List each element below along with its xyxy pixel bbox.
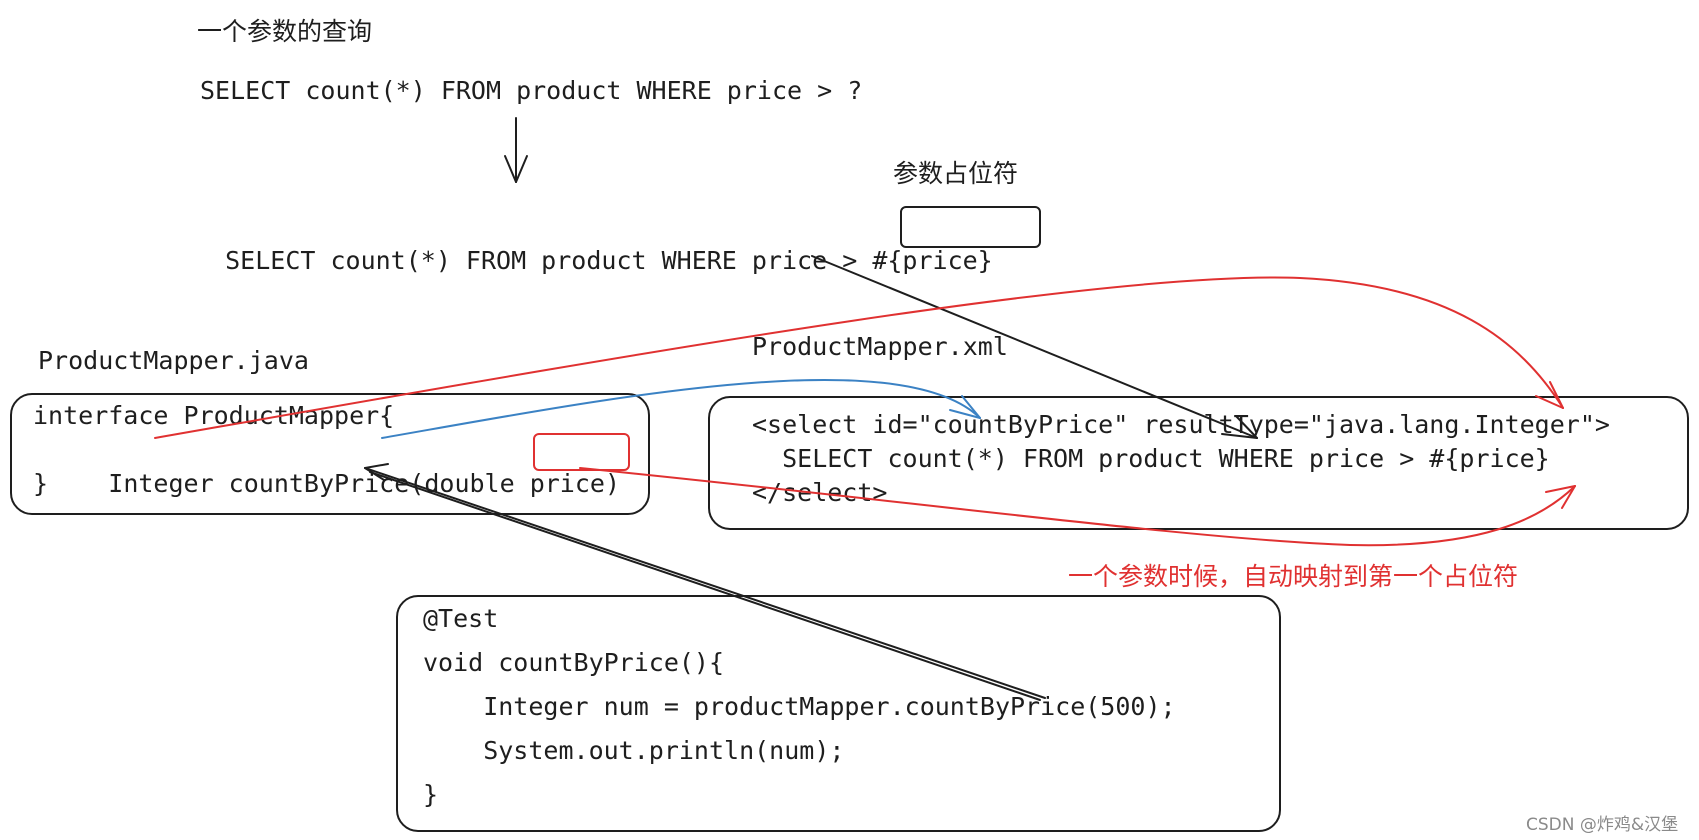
mybatis-sql-param: #{price}	[872, 246, 993, 275]
test-line-2: void countByPrice(){	[423, 648, 725, 677]
down-arrow	[504, 117, 528, 183]
test-line-1: @Test	[423, 604, 499, 633]
xml-line-3: </select>	[752, 478, 888, 507]
java-line-2: Integer countByPrice(double price)	[33, 433, 620, 501]
java-file-label: ProductMapper.java	[38, 346, 309, 375]
section-title: 一个参数的查询	[197, 17, 373, 46]
test-line-5: }	[423, 780, 439, 809]
xml-line-1: <select id="countByPrice" resultType="ja…	[752, 410, 1610, 439]
xml-file-label: ProductMapper.xml	[752, 332, 1008, 361]
java-line-3: }	[33, 469, 49, 498]
java-line-2-close: )	[604, 469, 621, 498]
plain-sql: SELECT count(*) FROM product WHERE price…	[200, 76, 863, 105]
watermark: CSDN @炸鸡&汉堡	[1526, 815, 1679, 835]
java-line-2-text: Integer countByPrice(double	[63, 469, 530, 498]
placeholder-label: 参数占位符	[893, 159, 1019, 188]
param-placeholder-highlight	[900, 206, 1041, 248]
test-line-3: Integer num = productMapper.countByPrice…	[423, 692, 1176, 721]
java-param-price: price	[529, 469, 605, 498]
mybatis-sql: SELECT count(*) FROM product WHERE price…	[195, 210, 993, 278]
auto-mapping-note: 一个参数时候，自动映射到第一个占位符	[1068, 562, 1519, 591]
java-param-highlight	[533, 433, 630, 471]
mybatis-sql-text: SELECT count(*) FROM product WHERE price…	[225, 246, 873, 275]
test-line-4: System.out.println(num);	[423, 736, 845, 765]
java-line-1: interface ProductMapper{	[33, 401, 395, 430]
xml-line-2: SELECT count(*) FROM product WHERE price…	[752, 444, 1550, 473]
